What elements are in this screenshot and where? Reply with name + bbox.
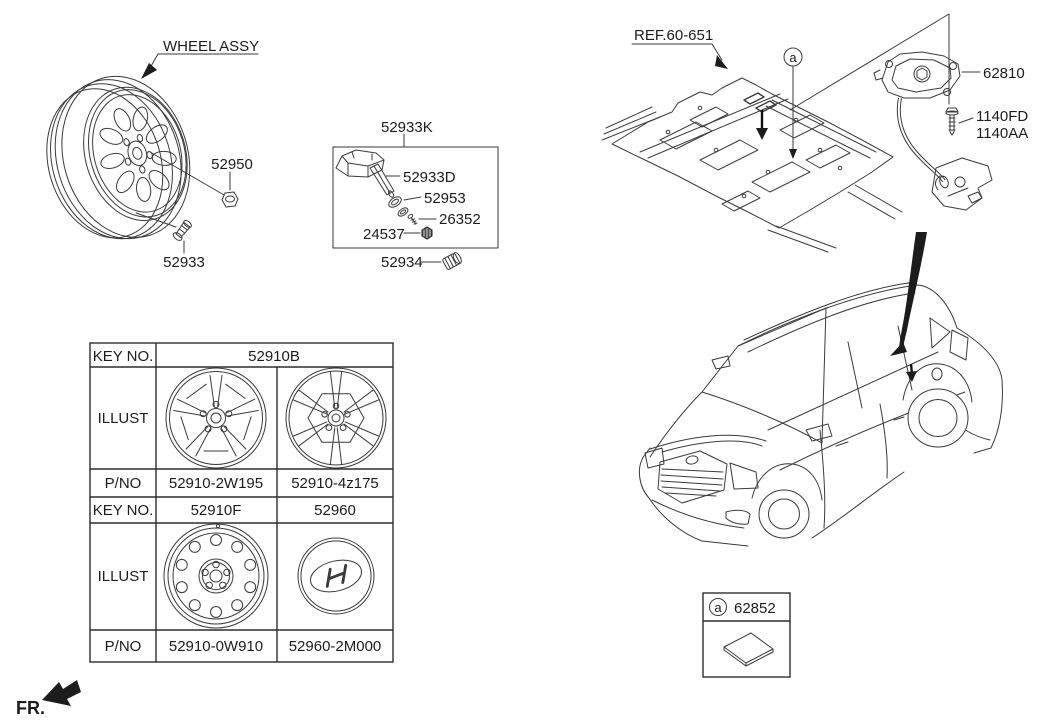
marker-a-box: a [714,600,722,615]
tpms-kit-box [332,133,499,249]
label-1140fd: 1140FD [976,108,1028,125]
key-number-table [89,342,394,663]
label-62810: 62810 [983,65,1025,82]
locator-swoosh-arrow [899,232,927,353]
hub-cap-logo-illustration [297,537,375,615]
vehicle-illustration [638,232,1003,547]
alloy-wheel-a-illustration [165,367,267,469]
grommet-52953 [388,196,409,217]
tpms-sensor [335,149,395,198]
label-26352: 26352 [439,211,481,228]
table-key-no-label-2: KEY NO. [93,502,154,519]
table-key1-value: 52910B [248,348,300,365]
table-pno-label-2: P/NO [105,638,142,655]
label-52933: 52933 [163,254,205,271]
alloy-wheel-b-illustration [285,367,387,469]
screw-26352 [407,213,418,225]
table-illust-label-1: ILLUST [98,410,149,427]
lug-nut-52950 [149,151,239,208]
plate-illustration [723,632,774,664]
table-key2-right: 52960 [314,502,356,519]
wheel-assy-arrowhead [141,63,157,79]
table-key-no-label-1: KEY NO. [93,348,154,365]
valve-stem-52933 [135,212,192,254]
wheel-assy-label: WHEEL ASSY [163,38,259,55]
plate-location-emboss [743,92,777,113]
table-pno-label-1: P/NO [105,475,142,492]
table-illust-label-2: ILLUST [98,568,149,585]
label-52934: 52934 [381,254,423,271]
table-pno1-left: 52910-2W195 [169,475,263,492]
table-pno2-left: 52910-0W910 [169,638,263,655]
table-key2-left: 52910F [191,502,242,519]
marker-a-top: a [789,50,797,65]
label-52950: 52950 [211,156,253,173]
wheel-assembly-illustration [46,53,259,240]
carrier-bolt [945,107,959,136]
front-direction-marker [42,680,81,706]
floor-panel-illustration [601,13,950,253]
table-pno2-right: 52960-2M000 [289,638,382,655]
plate-62852-box [702,592,791,678]
label-24537: 24537 [363,226,405,243]
label-52933d: 52933D [403,169,456,186]
spare-tire-carrier-illustration [873,51,993,211]
label-ref-60-651: REF.60-651 [634,27,713,44]
valve-cap-52934 [420,252,462,270]
steel-wheel-illustration [163,523,269,629]
label-62852: 62852 [734,600,776,617]
label-52933k: 52933K [381,119,433,136]
label-1140aa: 1140AA [976,125,1028,142]
table-pno1-right: 52910-4z175 [291,475,379,492]
nut-24537 [421,226,433,240]
label-fr: FR. [16,698,45,718]
label-52953: 52953 [424,190,466,207]
